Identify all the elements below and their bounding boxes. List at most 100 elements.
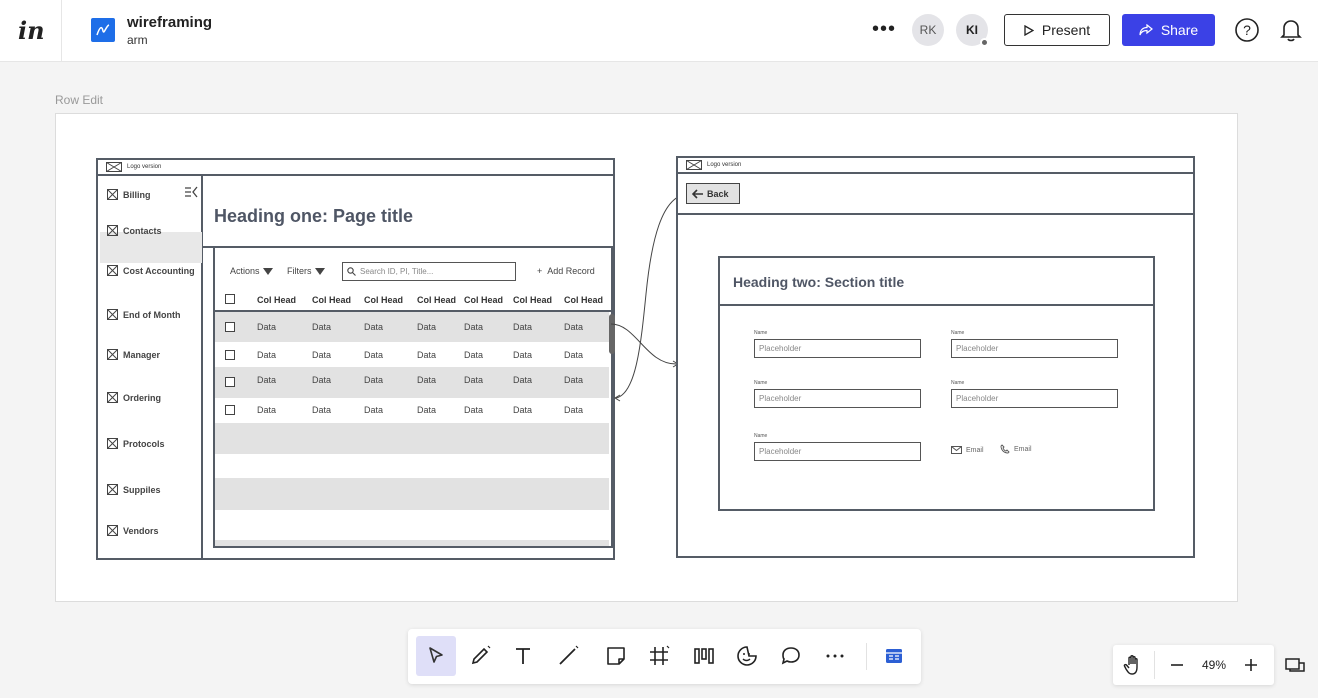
notifications-bell-icon[interactable] bbox=[1280, 18, 1302, 42]
sidebar-item-billing[interactable]: Billing bbox=[107, 189, 151, 200]
sidebar-item-label: Protocols bbox=[123, 438, 165, 449]
page-title[interactable]: Heading one: Page title bbox=[214, 206, 414, 226]
sticky-note-tool[interactable] bbox=[596, 636, 636, 676]
name-input[interactable]: Placeholder bbox=[754, 339, 921, 358]
row-checkbox[interactable] bbox=[225, 405, 235, 415]
column-header[interactable]: Col Head bbox=[417, 295, 457, 305]
logo-text: Logo version bbox=[127, 164, 162, 170]
text-tool[interactable] bbox=[503, 636, 543, 676]
table-row[interactable]: Data Data Data Data Data Data Data bbox=[215, 312, 609, 342]
name-input[interactable]: Placeholder bbox=[951, 389, 1118, 408]
sidebar-item-vendors[interactable]: Vendors bbox=[107, 525, 159, 536]
email-link[interactable]: Email bbox=[951, 446, 984, 454]
widget-tool[interactable] bbox=[874, 636, 914, 676]
name-input[interactable]: Placeholder bbox=[951, 339, 1118, 358]
search-placeholder: Search ID, PI, Title... bbox=[360, 267, 434, 276]
sidebar: Billing Contacts Cost Accounting End of … bbox=[98, 176, 203, 558]
line-tool[interactable] bbox=[548, 636, 588, 676]
zoom-level[interactable]: 49% bbox=[1201, 658, 1227, 672]
table-row[interactable]: Data Data Data Data Data Data Data bbox=[215, 342, 609, 367]
input-placeholder: Placeholder bbox=[956, 344, 999, 353]
caret-down-icon bbox=[314, 267, 325, 275]
help-icon[interactable]: ? bbox=[1235, 18, 1259, 42]
sidebar-item-ordering[interactable]: Ordering bbox=[107, 392, 161, 403]
pen-tool[interactable] bbox=[460, 636, 500, 676]
table-cell: Data bbox=[364, 322, 384, 332]
sidebar-item-protocols[interactable]: Protocols bbox=[107, 438, 165, 449]
table-cell: Data bbox=[513, 322, 533, 332]
list-screen-wireframe[interactable]: Logo version Billing Contacts Cost Accou… bbox=[96, 158, 615, 560]
table-scrollbar[interactable] bbox=[609, 314, 615, 354]
avatar-initials: KI bbox=[966, 23, 978, 37]
more-options-icon[interactable]: ••• bbox=[872, 18, 897, 40]
table-search-input[interactable]: Search ID, PI, Title... bbox=[342, 262, 516, 281]
section-title[interactable]: Heading two: Section title bbox=[733, 274, 905, 290]
column-header[interactable]: Col Head bbox=[513, 295, 553, 305]
project-title[interactable]: wireframing bbox=[127, 14, 213, 31]
back-button[interactable]: Back bbox=[686, 183, 740, 204]
hand-tool[interactable] bbox=[1113, 645, 1153, 685]
name-input[interactable]: Placeholder bbox=[754, 389, 921, 408]
edit-screen-wireframe[interactable]: Logo version Back Heading two: Section t… bbox=[676, 156, 1195, 558]
table-cell: Data bbox=[464, 350, 484, 360]
table-cell: Data bbox=[513, 405, 533, 415]
collapse-menu-icon[interactable] bbox=[184, 186, 198, 198]
email-label: Email bbox=[966, 446, 984, 454]
artboard-frame[interactable]: Logo version Billing Contacts Cost Accou… bbox=[55, 113, 1238, 602]
filters-dropdown[interactable]: Filters bbox=[287, 266, 325, 276]
more-tools[interactable] bbox=[815, 636, 855, 676]
avatar-current-user[interactable]: KI bbox=[956, 14, 989, 47]
logo-text: Logo version bbox=[707, 162, 742, 168]
placeholder-icon bbox=[107, 265, 118, 276]
sidebar-item-end-of-month[interactable]: End of Month bbox=[107, 309, 180, 320]
name-input[interactable]: Placeholder bbox=[754, 442, 921, 461]
row-checkbox[interactable] bbox=[225, 377, 235, 387]
table-cell: Data bbox=[312, 322, 332, 332]
sidebar-item-suppiles[interactable]: Suppiles bbox=[107, 484, 161, 495]
text-icon bbox=[516, 648, 530, 664]
sticker-tool[interactable] bbox=[727, 636, 767, 676]
column-header[interactable]: Col Head bbox=[564, 295, 604, 305]
screens-view-button[interactable] bbox=[1278, 648, 1312, 682]
logo-placeholder-icon bbox=[686, 160, 702, 170]
column-header[interactable]: Col Head bbox=[312, 295, 352, 305]
search-icon bbox=[347, 267, 356, 276]
row-checkbox[interactable] bbox=[225, 322, 235, 332]
frame-tool[interactable] bbox=[639, 636, 679, 676]
add-record-button[interactable]: + Add Record bbox=[537, 266, 595, 276]
sidebar-item-contacts[interactable]: Contacts bbox=[107, 225, 162, 236]
zoom-controls: 49% bbox=[1113, 645, 1274, 685]
project-subtitle: arm bbox=[127, 33, 148, 47]
select-tool[interactable] bbox=[416, 636, 456, 676]
actions-dropdown[interactable]: Actions bbox=[230, 266, 273, 276]
invision-logo[interactable]: in bbox=[18, 16, 45, 45]
phone-link[interactable]: Email bbox=[1000, 444, 1032, 454]
actions-label: Actions bbox=[230, 266, 260, 276]
share-label: Share bbox=[1160, 22, 1199, 38]
column-header[interactable]: Col Head bbox=[257, 295, 297, 305]
frame-label[interactable]: Row Edit bbox=[55, 93, 104, 107]
share-button[interactable]: Share bbox=[1122, 14, 1215, 46]
placeholder-icon bbox=[107, 309, 118, 320]
present-button[interactable]: Present bbox=[1004, 14, 1110, 46]
table-cell: Data bbox=[257, 350, 277, 360]
avatar[interactable]: RK bbox=[912, 14, 944, 46]
sidebar-item-label: Billing bbox=[123, 189, 151, 200]
select-all-checkbox[interactable] bbox=[225, 294, 235, 304]
layout-tool[interactable] bbox=[684, 636, 724, 676]
logo-bar: Logo version bbox=[98, 160, 613, 176]
sidebar-item-manager[interactable]: Manager bbox=[107, 349, 160, 360]
zoom-out-button[interactable] bbox=[1157, 645, 1197, 685]
row-checkbox[interactable] bbox=[225, 350, 235, 360]
table-cell: Data bbox=[257, 375, 277, 385]
zoom-in-button[interactable] bbox=[1231, 645, 1271, 685]
sidebar-item-cost-accounting[interactable]: Cost Accounting bbox=[107, 265, 195, 276]
field-label: Name bbox=[754, 330, 768, 336]
column-header[interactable]: Col Head bbox=[364, 295, 404, 305]
table-cell: Data bbox=[364, 350, 384, 360]
placeholder-icon bbox=[107, 438, 118, 449]
column-header[interactable]: Col Head bbox=[464, 295, 504, 305]
table-row[interactable]: Data Data Data Data Data Data Data bbox=[215, 367, 609, 398]
table-row[interactable]: Data Data Data Data Data Data Data bbox=[215, 398, 609, 423]
comment-tool[interactable] bbox=[771, 636, 811, 676]
